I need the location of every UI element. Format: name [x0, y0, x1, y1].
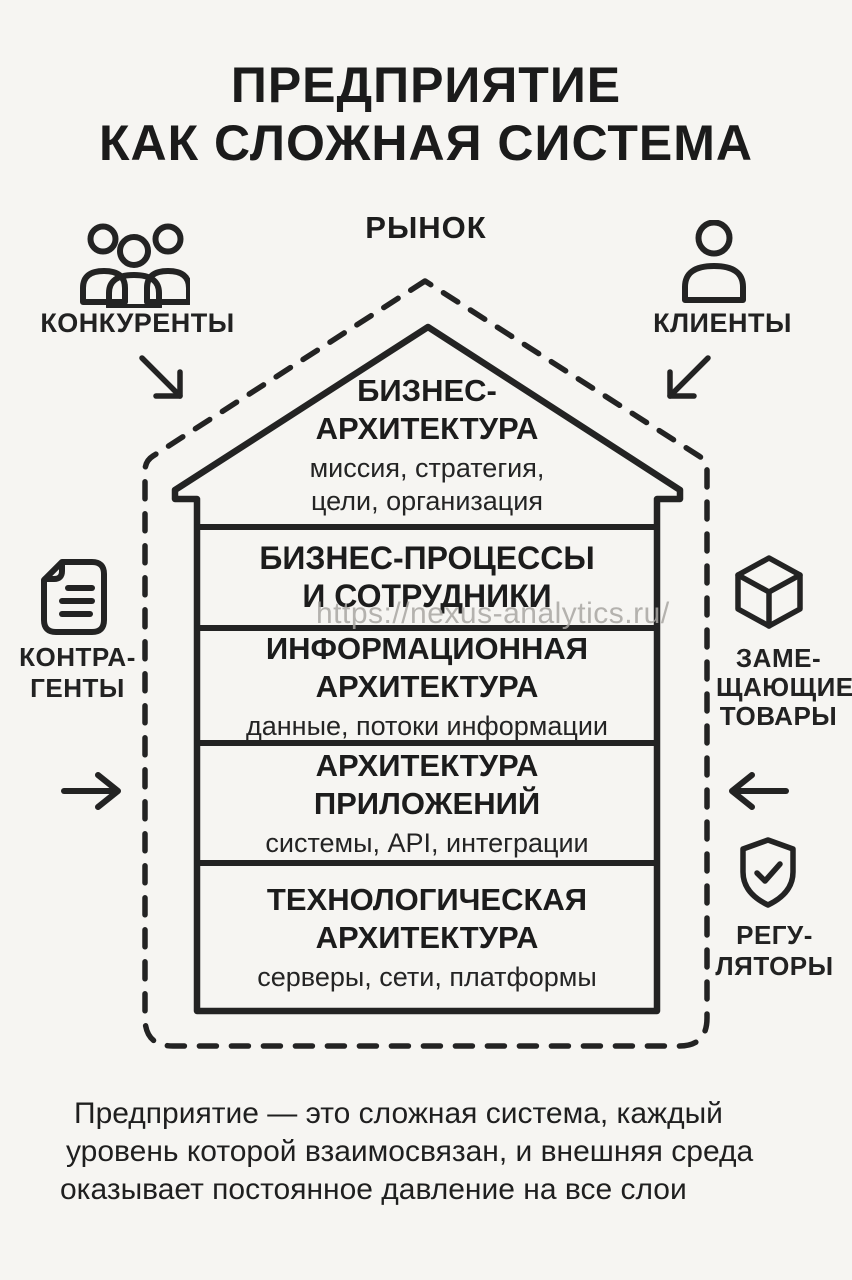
floor-section-business-processes: БИЗНЕС-ПРОЦЕССЫ И СОТРУДНИКИ — [197, 529, 657, 625]
floor-section-technology-architecture: ТЕХНОЛОГИЧЕСКАЯ АРХИТЕКТУРА серверы, сет… — [197, 867, 657, 1007]
footer-note: Предприятие — это сложная система, кажды… — [60, 1095, 830, 1209]
regulators-shield-icon — [740, 837, 796, 908]
footer-line1: Предприятие — это сложная система, кажды… — [74, 1097, 723, 1130]
contractors-arrow-icon — [61, 772, 121, 810]
floor-subtitle-line: данные, потоки информации — [246, 710, 608, 741]
competitors-label: КОНКУРЕНТЫ — [40, 308, 235, 338]
contractors-label-line2: ГЕНТЫ — [30, 673, 125, 703]
floor-title-line: БИЗНЕС-ПРОЦЕССЫ — [259, 540, 595, 576]
competitors-group-icon — [80, 223, 190, 308]
regulators-label-line2: ЛЯТОРЫ — [715, 951, 834, 981]
floor-title-line: ТЕХНОЛОГИЧЕСКАЯ — [266, 881, 588, 917]
floor-title-line: ПРИЛОЖЕНИЙ — [313, 785, 541, 821]
floor-section-application-architecture: АРХИТЕКТУРА ПРИЛОЖЕНИЙ системы, API, инт… — [197, 747, 657, 859]
footer-line3: оказывает постоянное давление на все сло… — [60, 1173, 687, 1206]
floor-subtitle-line: цели, организация — [311, 486, 543, 516]
clients-person-icon — [682, 220, 746, 303]
substitutes-label: ЗАМЕ- ЩАЮЩИЕ ТОВАРЫ — [716, 643, 852, 731]
floor-section-information-architecture: ИНФОРМАЦИОННАЯ АРХИТЕКТУРА данные, поток… — [197, 630, 657, 741]
floor-title-line: АРХИТЕКТУРА — [315, 919, 539, 955]
substitutes-label-line1: ЗАМЕ- — [735, 643, 822, 673]
clients-arrow-icon — [667, 355, 711, 399]
house-outline — [171, 323, 684, 1015]
contractors-label: КОНТРА- ГЕНТЫ — [10, 642, 145, 704]
floor-title-line: БИЗНЕС- — [357, 373, 497, 408]
floor-title-line: АРХИТЕКТУРА — [315, 668, 539, 704]
substitutes-cube-icon — [735, 555, 803, 629]
floor-subtitle-line: миссия, стратегия, — [309, 453, 545, 483]
floor-title-line: И СОТРУДНИКИ — [302, 578, 552, 614]
watermark-url: https://nexus-analytics.ru/ — [316, 597, 670, 630]
floor-title-line: АРХИТЕКТУРА — [315, 747, 539, 783]
floor-title-line: ИНФОРМАЦИОННАЯ — [265, 630, 589, 666]
contractors-document-icon — [41, 559, 107, 635]
substitutes-label-line2: ЩАЮЩИЕ — [716, 672, 852, 702]
market-label: РЫНОК — [365, 210, 487, 245]
page-title: ПРЕДПРИЯТИЕ КАК СЛОЖНАЯ СИСТЕМА — [0, 56, 852, 172]
substitutes-arrow-icon — [729, 772, 789, 810]
dashed-outline — [142, 278, 710, 1049]
contractors-label-line1: КОНТРА- — [19, 642, 136, 672]
competitors-arrow-icon — [139, 355, 183, 399]
page-title-line2: КАК СЛОЖНАЯ СИСТЕМА — [98, 115, 753, 171]
footer-line2: уровень которой взаимосвязан, и внешняя … — [66, 1135, 754, 1168]
clients-label: КЛИЕНТЫ — [653, 308, 792, 338]
regulators-label-line1: РЕГУ- — [736, 920, 813, 950]
roof-section-business-architecture: БИЗНЕС- АРХИТЕКТУРА миссия, стратегия, ц… — [247, 372, 607, 518]
regulators-label: РЕГУ- ЛЯТОРЫ — [712, 920, 837, 982]
floor-subtitle-line: системы, API, интеграции — [265, 827, 589, 858]
substitutes-label-line3: ТОВАРЫ — [719, 701, 838, 731]
floor-subtitle-line: серверы, сети, платформы — [257, 961, 597, 992]
page-title-line1: ПРЕДПРИЯТИЕ — [230, 57, 622, 113]
floor-title-line: АРХИТЕКТУРА — [315, 411, 539, 446]
